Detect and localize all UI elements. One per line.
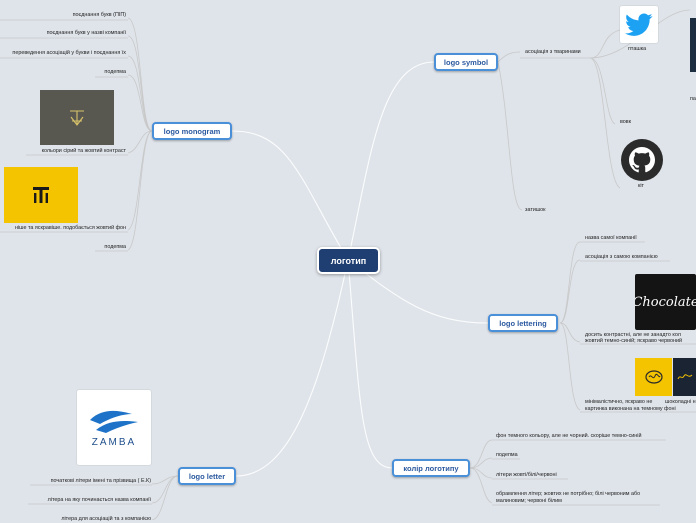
github-cat-icon xyxy=(629,147,655,173)
leaf-animals[interactable]: асоціація з тваринами xyxy=(525,49,581,55)
leaf-monogram-6[interactable]: ніше та яскравіше. подобається жовтий фо… xyxy=(14,225,126,231)
branch-logo-color[interactable]: колір логотипу xyxy=(392,459,470,477)
leaf-monogram-3[interactable]: переведення асоціацій у букви і поєднанн… xyxy=(12,50,126,56)
chocolate-logo-text: Chocolate xyxy=(635,294,696,310)
partial-dark-image xyxy=(690,18,696,72)
leaf-letter-2[interactable]: літера на яку починається назва компанії xyxy=(47,497,151,503)
chocolate-logo-image: Chocolate xyxy=(635,274,696,330)
leaf-wolf[interactable]: вовк xyxy=(620,119,632,125)
branch-logo-symbol[interactable]: logo symbol xyxy=(434,53,498,71)
leaf-color-1[interactable]: фон темного кольору, але не чорний. скор… xyxy=(496,433,642,439)
leaf-letter-1[interactable]: початкові літери імені та прізвища ( Е.К… xyxy=(50,478,151,484)
leaf-lettering-2[interactable]: асоціація з самою компанією xyxy=(585,254,658,260)
leaf-lettering-4[interactable]: жовтий темно-синій; яскраво червоний xyxy=(585,338,682,344)
leaf-monogram-4[interactable]: подепма xyxy=(104,69,126,75)
leaf-color-3[interactable]: літери жовті/білі/червоні xyxy=(496,472,557,478)
branch-logo-monogram[interactable]: logo monogram xyxy=(152,122,232,140)
leaf-partial[interactable]: па xyxy=(690,96,696,102)
zamba-wave-icon xyxy=(90,410,138,433)
leaf-monogram-7[interactable]: подепма xyxy=(104,244,126,250)
leaf-bird[interactable]: пташка xyxy=(628,46,647,52)
branch-logo-lettering[interactable]: logo lettering xyxy=(488,314,558,332)
lettering-script-icon xyxy=(677,374,692,380)
leaf-monogram-5[interactable]: кольори сірий та жовтий контраст xyxy=(41,148,126,154)
leaf-color-4[interactable]: обрамлення літер; жовтих не потрібно; бі… xyxy=(496,491,641,497)
tm-monogram-icon xyxy=(33,187,49,203)
lettering-badge-icon xyxy=(644,370,663,384)
leaf-cat[interactable]: кіт xyxy=(638,183,645,189)
leaf-comfort[interactable]: затишок xyxy=(525,207,546,213)
leaf-color-5[interactable]: малиновим; червоні білим xyxy=(496,498,562,504)
zamba-logo-image: ZAMBA xyxy=(77,390,151,465)
lettering-yellow-image xyxy=(635,358,672,396)
branch-logo-letter[interactable]: logo letter xyxy=(178,467,236,485)
lettering-dark-image xyxy=(673,358,696,396)
twitter-bird-icon xyxy=(625,12,653,36)
leaf-monogram-1[interactable]: поєднання букв (ПІП) xyxy=(72,12,126,18)
leaf-lettering-3[interactable]: досить контрастні, але не занадто кол xyxy=(585,332,681,338)
leaf-letter-3[interactable]: літера для асоціацій та з компанією xyxy=(61,516,151,522)
leaf-lettering-6[interactable]: картинка виконана на темному фоні xyxy=(585,406,676,412)
zamba-logo-text: ZAMBA xyxy=(91,436,137,448)
leaf-lettering-7[interactable]: шоколадні н xyxy=(665,399,696,405)
twitter-bird-image xyxy=(620,6,658,43)
leaf-monogram-2[interactable]: поєднання букв у назві компанії xyxy=(46,30,126,36)
monogram-yellow-image xyxy=(4,167,78,223)
leaf-color-2[interactable]: подепма xyxy=(496,452,518,458)
leaf-lettering-5[interactable]: мінімалістично, яскраво не xyxy=(585,399,653,405)
monogram-symbol-icon xyxy=(70,109,84,126)
leaf-lettering-1[interactable]: назва самої компанії xyxy=(585,235,637,241)
github-cat-image xyxy=(621,139,663,181)
root-node[interactable]: логотип xyxy=(317,247,380,274)
monogram-gray-image xyxy=(40,90,114,145)
